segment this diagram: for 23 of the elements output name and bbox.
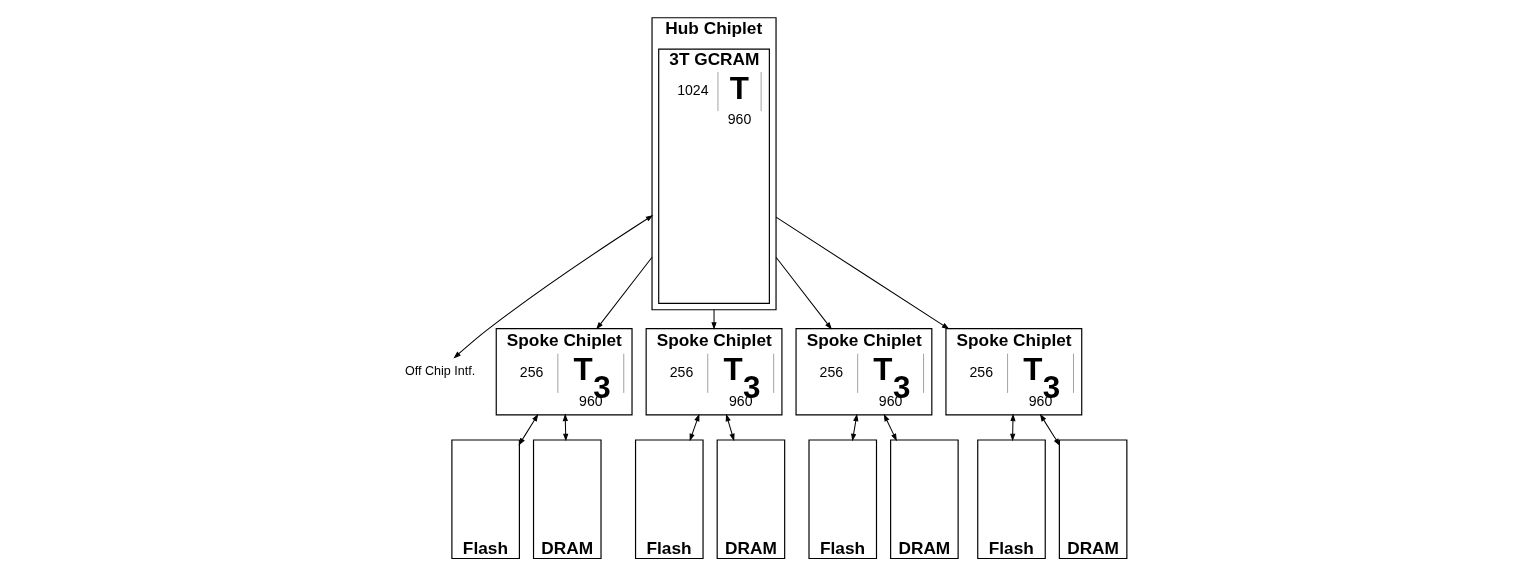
node-box: 3T GCRAM 1024 T 960 xyxy=(657,48,770,305)
arrow xyxy=(595,256,653,330)
arrow xyxy=(775,256,832,330)
node-box: DRAM xyxy=(1058,439,1127,560)
node-box: Flash xyxy=(807,439,877,560)
node-box: DRAM xyxy=(889,439,959,560)
arrow xyxy=(453,215,653,359)
arrow xyxy=(725,413,735,442)
node-box: DRAM xyxy=(532,439,602,560)
arrow xyxy=(710,309,717,330)
arrow xyxy=(1039,413,1060,446)
node-box: Flash xyxy=(634,439,704,560)
arrow xyxy=(518,413,538,446)
node-text: Off Chip Intf. xyxy=(404,363,475,378)
arrow xyxy=(850,413,858,442)
arrow xyxy=(562,413,568,442)
node-box: Flash xyxy=(976,439,1046,560)
arrow xyxy=(775,216,949,330)
arrow xyxy=(883,413,897,442)
node-box: DRAM xyxy=(716,439,785,560)
node-box: Flash xyxy=(450,439,520,560)
arrow xyxy=(1009,413,1016,442)
arrow xyxy=(689,413,699,442)
